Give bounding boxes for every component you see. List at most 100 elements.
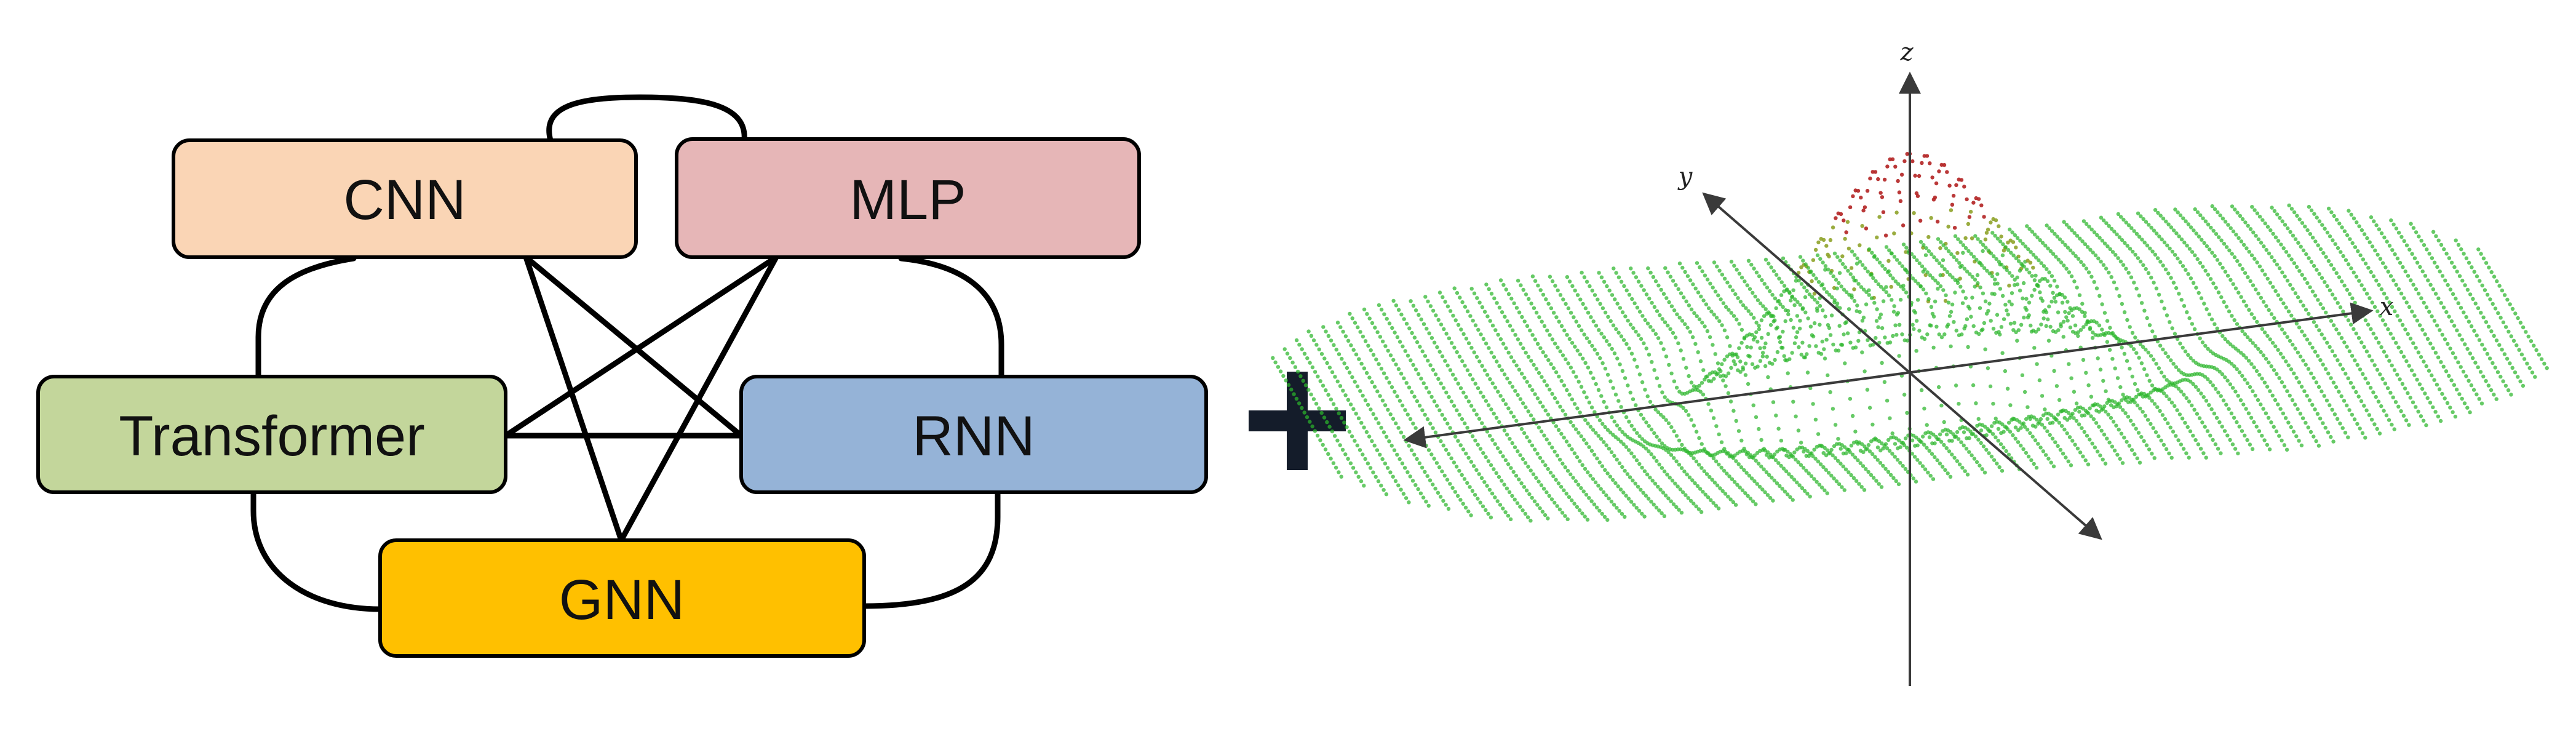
surface-point	[1739, 340, 1744, 345]
surface-point	[2107, 270, 2111, 275]
surface-point	[2198, 447, 2203, 451]
surface-point	[1441, 498, 1445, 503]
surface-point	[2257, 429, 2262, 433]
surface-point	[1875, 445, 1880, 450]
surface-point	[2267, 360, 2271, 365]
surface-point	[2025, 405, 2030, 409]
surface-point	[1370, 321, 1375, 326]
surface-point	[2178, 260, 2182, 265]
surface-point	[1492, 467, 1496, 471]
surface-point	[1602, 335, 1607, 340]
surface-point	[1503, 510, 1508, 514]
surface-point	[2379, 287, 2384, 292]
surface-point	[1746, 258, 1751, 263]
surface-point	[2412, 314, 2417, 318]
surface-point	[1476, 327, 1481, 332]
surface-point	[1464, 337, 1469, 341]
surface-point	[1681, 405, 1685, 410]
surface-point	[2394, 341, 2398, 345]
surface-point	[2085, 433, 2089, 438]
surface-point	[1469, 513, 1473, 517]
surface-point	[1877, 260, 1882, 265]
surface-point	[2213, 386, 2218, 391]
surface-point	[1585, 517, 1590, 522]
surface-point	[2036, 421, 2040, 426]
surface-point	[2062, 295, 2067, 300]
surface-point	[2457, 392, 2462, 396]
surface-point	[2226, 223, 2230, 227]
surface-point	[1552, 396, 1557, 401]
surface-point	[1808, 494, 1812, 499]
surface-point	[1395, 335, 1400, 340]
surface-point	[1680, 490, 1685, 495]
surface-point	[1541, 487, 1546, 491]
surface-point	[2097, 323, 2102, 327]
surface-point	[1836, 348, 1841, 353]
surface-point	[2318, 358, 2323, 362]
surface-point	[1981, 291, 1986, 295]
surface-point	[1570, 498, 1574, 503]
surface-point	[1836, 437, 1840, 441]
surface-point	[1893, 455, 1897, 459]
surface-point	[1697, 436, 1701, 441]
surface-point	[1382, 312, 1386, 316]
surface-point	[2054, 384, 2059, 388]
surface-point	[2177, 234, 2181, 239]
surface-point	[1428, 478, 1433, 482]
surface-point	[2417, 323, 2422, 327]
surface-point	[1612, 503, 1616, 507]
surface-point	[2404, 300, 2409, 305]
surface-point	[1797, 326, 1802, 331]
surface-point	[2163, 351, 2168, 356]
surface-point	[1484, 455, 1488, 459]
surface-point	[2415, 377, 2419, 382]
surface-point	[1367, 434, 1372, 439]
surface-point	[1941, 288, 1946, 292]
surface-point	[1567, 495, 1572, 499]
surface-point	[2363, 262, 2368, 266]
surface-point	[1694, 459, 1699, 464]
surface-point	[1751, 403, 1755, 407]
surface-point	[1509, 466, 1513, 470]
surface-point	[2396, 404, 2401, 409]
surface-point	[1881, 446, 1885, 451]
surface-point	[1316, 374, 1320, 378]
surface-point	[2211, 228, 2216, 233]
surface-point	[2276, 239, 2281, 243]
surface-point	[1622, 284, 1626, 289]
surface-point	[2150, 329, 2155, 334]
surface-point	[2174, 286, 2179, 290]
surface-plot: z x y	[1271, 38, 2549, 686]
surface-point	[1787, 290, 1792, 295]
surface-point	[2062, 427, 2067, 432]
surface-point	[2283, 416, 2288, 420]
surface-point	[1554, 424, 1559, 428]
surface-point	[1557, 374, 1561, 379]
surface-point	[2272, 258, 2276, 263]
surface-point	[1490, 381, 1495, 386]
surface-point	[2487, 265, 2491, 270]
surface-point	[1890, 452, 1894, 456]
surface-point	[1587, 445, 1591, 449]
surface-point	[1593, 480, 1598, 485]
surface-point	[2469, 324, 2474, 329]
surface-point	[1870, 250, 1874, 255]
surface-point	[1380, 398, 1385, 403]
surface-point	[1821, 238, 1826, 242]
surface-point	[2469, 383, 2474, 388]
surface-point	[2000, 351, 2005, 355]
surface-point	[1546, 516, 1550, 521]
surface-point	[1768, 289, 1772, 294]
surface-point	[1437, 465, 1442, 469]
surface-point	[2260, 268, 2265, 273]
surface-point	[2200, 340, 2205, 345]
surface-point	[1890, 251, 1894, 256]
surface-point	[1386, 407, 1390, 412]
surface-point	[1912, 211, 1916, 215]
surface-point	[1770, 362, 1775, 366]
surface-point	[1837, 271, 1842, 275]
surface-point	[1355, 384, 1360, 389]
surface-point	[1624, 342, 1629, 346]
surface-point	[2326, 258, 2331, 263]
surface-point	[1385, 316, 1389, 321]
